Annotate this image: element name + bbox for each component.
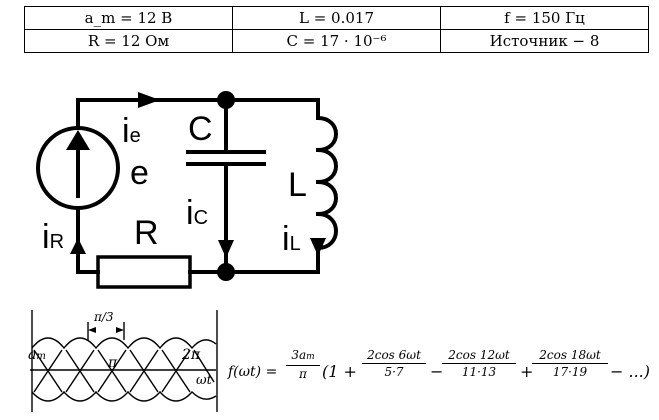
table-row: R = 12 Ом C = 17 · 10⁻⁶ Источник − 8 (24, 29, 649, 53)
il-label: iL (282, 222, 301, 256)
fraction-bar (286, 365, 320, 366)
term-1-den: 5·7 (384, 365, 404, 379)
param-source: Источник − 8 (440, 29, 649, 53)
circuit-diagram (36, 91, 338, 289)
emf-label: e (130, 154, 149, 192)
term-1-num: 2cos 6ωt (367, 348, 421, 362)
formula-op-2: + (520, 362, 534, 381)
fourier-formula: f(ωt) = 3am π (1 + 2cos 6ωt 5·7 − 2cos 1… (226, 338, 656, 408)
current-source-icon (36, 126, 120, 210)
rectified-envelope (31, 337, 217, 350)
fraction-bar (532, 363, 608, 364)
node-top (217, 91, 235, 109)
ir-label-sub: R (49, 231, 65, 253)
ie-label-main: i (122, 112, 130, 150)
waveform-sketch (30, 310, 218, 412)
term-3-num: 2cos 18ωt (539, 348, 601, 362)
coef-den: π (299, 367, 307, 381)
formula-op-1: − (430, 362, 444, 381)
formula-coefficient: 3am π (286, 348, 320, 381)
two-pi-label: 2π (182, 347, 201, 363)
ie-label-sub: e (129, 125, 141, 147)
ic-label-sub: C (193, 207, 209, 229)
parameters-table: a_m = 12 B L = 0.017 f = 150 Гц R = 12 О… (24, 6, 649, 53)
ic-label: iC (186, 196, 208, 230)
term-2-den: 11·13 (461, 365, 497, 379)
il-label-main: i (282, 220, 290, 258)
source-arrowhead (66, 130, 90, 150)
fraction-bar (442, 363, 516, 364)
period-arrow-left (88, 327, 96, 333)
fraction-bar (362, 363, 426, 364)
table-row: a_m = 12 B L = 0.017 f = 150 Гц (24, 6, 649, 30)
node-bottom (217, 263, 235, 281)
amplitude-label-main: a (28, 347, 37, 363)
lower-arcs (31, 390, 217, 402)
formula-lhs: f(ωt) = (228, 364, 278, 380)
resistor-label: R (134, 214, 159, 252)
ie-label: ie (122, 114, 141, 148)
formula-term-1: 2cos 6ωt 5·7 (362, 348, 426, 379)
ic-arrowhead (218, 240, 234, 258)
formula-tail: − ...) (610, 362, 650, 381)
param-resistance: R = 12 Ом (24, 29, 233, 53)
period-label: π/3 (94, 310, 114, 324)
coef-num: 3am (286, 348, 320, 364)
formula-term-3: 2cos 18ωt 17·19 (532, 348, 608, 379)
param-amplitude: a_m = 12 B (24, 6, 233, 30)
ic-label-main: i (186, 194, 194, 232)
inductor-icon (315, 115, 338, 251)
il-arrowhead (310, 238, 326, 256)
coef-num-main: 3a (291, 348, 307, 362)
ir-label: iR (42, 220, 64, 254)
term-2-num: 2cos 12ωt (448, 348, 510, 362)
amplitude-label-sub: m (36, 351, 46, 362)
period-arrow-right (116, 327, 124, 333)
omega-t-label: ωt (196, 373, 212, 388)
coef-num-sub: m (306, 352, 315, 362)
ir-arrowhead (70, 238, 86, 254)
rectified-crossings (33, 349, 215, 393)
formula-open: (1 + (322, 362, 357, 381)
ir-label-main: i (42, 218, 50, 256)
param-inductance: L = 0.017 (232, 6, 441, 30)
il-label-sub: L (289, 233, 301, 255)
inductor-label: L (288, 166, 307, 204)
amplitude-label: am (28, 348, 46, 362)
ie-arrowhead (138, 92, 160, 108)
pi-label: π (108, 355, 118, 371)
formula-term-2: 2cos 12ωt 11·13 (442, 348, 516, 379)
capacitor-label: C (188, 110, 213, 148)
resistor-icon (96, 255, 192, 289)
term-3-den: 17·19 (552, 365, 588, 379)
